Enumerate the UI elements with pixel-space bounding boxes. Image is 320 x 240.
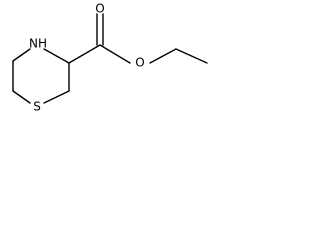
bond-s-c3 bbox=[43, 90, 70, 104]
nitrogen-label: NH bbox=[29, 37, 47, 51]
bond-n-c2 bbox=[43, 48, 70, 64]
chemical-structure-drawing: NH S O O bbox=[12, 2, 208, 114]
bond-c5-s bbox=[12, 90, 31, 104]
bond-n-c6 bbox=[12, 48, 31, 62]
sulfur-atom: S bbox=[33, 100, 41, 114]
bond-carbonyl-carbon-ester-oxygen bbox=[99, 44, 131, 64]
bond-ester-oxygen-ethyl-ch2 bbox=[149, 48, 177, 64]
nitrogen-atom: NH bbox=[29, 37, 47, 51]
bond-c2-carbonyl-carbon bbox=[68, 44, 101, 64]
ester-oxygen-atom: O bbox=[135, 56, 144, 70]
structure-canvas: NH S O O bbox=[0, 0, 216, 138]
sulfur-label: S bbox=[33, 100, 41, 114]
bond-ethyl-ch2-ch3 bbox=[175, 48, 208, 64]
carbonyl-oxygen-atom: O bbox=[95, 2, 104, 16]
ester-oxygen-label: O bbox=[135, 56, 144, 70]
carbonyl-oxygen-label: O bbox=[95, 2, 104, 16]
